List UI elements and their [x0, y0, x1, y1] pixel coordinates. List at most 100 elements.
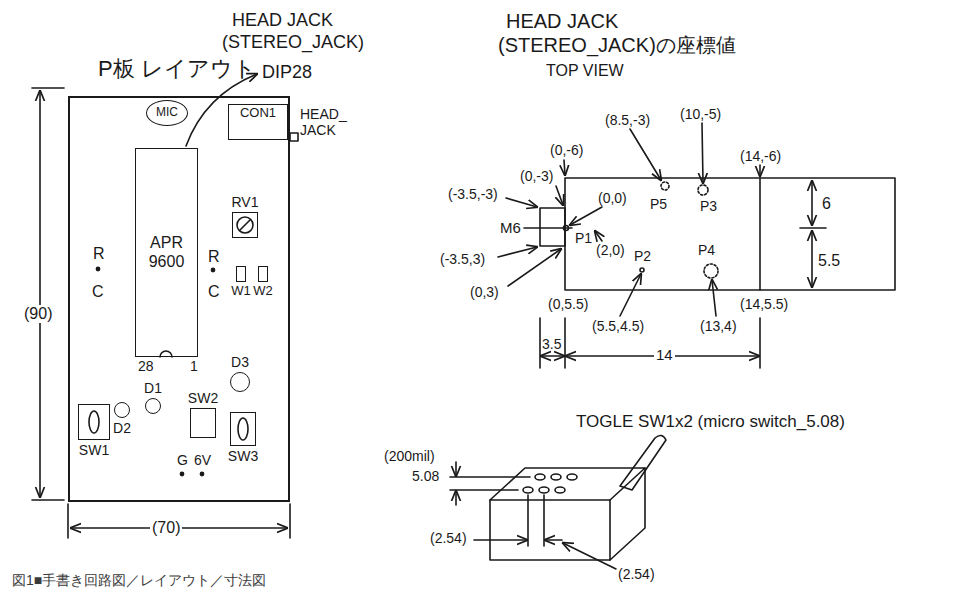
pin-point [704, 264, 718, 278]
coordinate: (8.5,-3) [605, 112, 650, 128]
part-name: MIC [156, 106, 178, 120]
extension-line [450, 489, 518, 491]
led-circle: D2 [114, 402, 130, 418]
extension-line [527, 495, 529, 546]
leader-line [506, 198, 537, 207]
jack-outline [565, 178, 895, 290]
pin-name: P5 [650, 196, 667, 212]
pin-name: P1 [575, 230, 592, 246]
part-name: W2 [253, 284, 273, 299]
leader-line [508, 249, 561, 286]
board-title: P板 レイアウト [98, 56, 256, 81]
toggle-lever [238, 418, 248, 440]
dimension: 14 [654, 346, 675, 363]
pin-point [661, 182, 669, 190]
extension-line [564, 318, 566, 368]
part-label: DIP28 [262, 62, 312, 83]
pin-name: P3 [700, 198, 717, 214]
part-label: R [208, 248, 220, 266]
switch-front [490, 500, 610, 560]
led-circle: D3 [230, 372, 250, 392]
part-label: C [208, 283, 220, 301]
dimension-line [455, 491, 457, 505]
mic-circle: MIC [146, 100, 188, 126]
pin-number: 28 [138, 358, 154, 374]
part-label: R [93, 245, 105, 263]
dimension-line [39, 91, 41, 497]
extension-line [539, 318, 541, 368]
leader-line [563, 543, 616, 569]
part-name: APR 9600 [149, 234, 185, 271]
extension-line [32, 499, 64, 501]
part-name: SW1 [79, 442, 109, 458]
leader-line [620, 274, 641, 316]
switch-pin [535, 474, 545, 480]
jumper-box: W1 [236, 266, 246, 282]
coordinate: (14,5.5) [740, 296, 788, 312]
switch-pin [523, 487, 533, 493]
jack-symbol [290, 133, 298, 141]
part-label: HEAD_ JACK [300, 106, 347, 138]
dimension: (2.54) [430, 530, 467, 546]
potentiometer-box: RV1 [232, 212, 258, 238]
switch-pin [539, 487, 549, 493]
dimension: (70) [150, 519, 182, 537]
switch-box: SW3 [230, 412, 256, 446]
terminal-label: 6V [194, 452, 211, 468]
terminal-label: G [177, 452, 188, 468]
part-name: D1 [144, 380, 162, 396]
pin-point [698, 185, 708, 195]
terminal-dot [200, 472, 203, 475]
terminal-dot [180, 472, 183, 475]
leader-line [564, 160, 565, 175]
part-label: M6 [500, 219, 521, 236]
pot-knob [237, 217, 253, 233]
jumper-box: W2 [258, 266, 268, 282]
switch-side [610, 468, 645, 560]
note: TOGLE SW1x2 (micro switch_5.08) [576, 412, 845, 432]
dimension-line [541, 355, 564, 357]
coordinate: (14,-6) [740, 148, 781, 164]
dimension: (2.54) [618, 566, 655, 582]
part-name: W1 [231, 284, 251, 299]
toggle-switch-sketch [450, 435, 666, 569]
dimension: 5.5 [818, 252, 840, 270]
leader-line [712, 280, 716, 316]
coordinate: (13,4) [700, 318, 737, 334]
extension-line [32, 87, 64, 89]
heading: (STEREO_JACK)の座標値 [498, 34, 736, 57]
switch-box: SW1 [78, 404, 110, 440]
extension-line [759, 318, 761, 368]
pin-number: 1 [190, 358, 198, 374]
switch-pin [555, 487, 565, 493]
dimension-line [545, 539, 562, 541]
part-name: SW3 [228, 448, 258, 464]
extension-line [543, 495, 545, 546]
switch-box: SW2 [190, 408, 216, 438]
leader-line [595, 231, 602, 241]
center-line [524, 227, 572, 229]
dimension: 6 [822, 195, 831, 213]
dimension-line [455, 462, 457, 476]
led-circle: D1 [145, 398, 161, 414]
leader-line [556, 186, 563, 205]
pin-name: P2 [634, 248, 651, 264]
dimension: 3.5 [542, 336, 561, 352]
toggle-lever [89, 411, 99, 433]
jack-divider [759, 178, 761, 290]
coordinate: (0,-3) [520, 168, 553, 184]
heading: HEAD JACK [506, 10, 618, 33]
jack-sketch [498, 123, 895, 368]
leader-line [570, 207, 602, 225]
coordinate: (0,0) [598, 190, 627, 206]
extension-line [800, 227, 826, 229]
switch-lever [620, 435, 666, 490]
pin-point [564, 226, 569, 231]
pot-slot [240, 220, 250, 230]
switch-pin [551, 474, 561, 480]
dimension: 5.08 [412, 468, 439, 484]
coordinate: (-3.5,-3) [448, 186, 498, 202]
dimension: (90) [22, 305, 54, 323]
dimension: (200mil) [384, 448, 435, 464]
